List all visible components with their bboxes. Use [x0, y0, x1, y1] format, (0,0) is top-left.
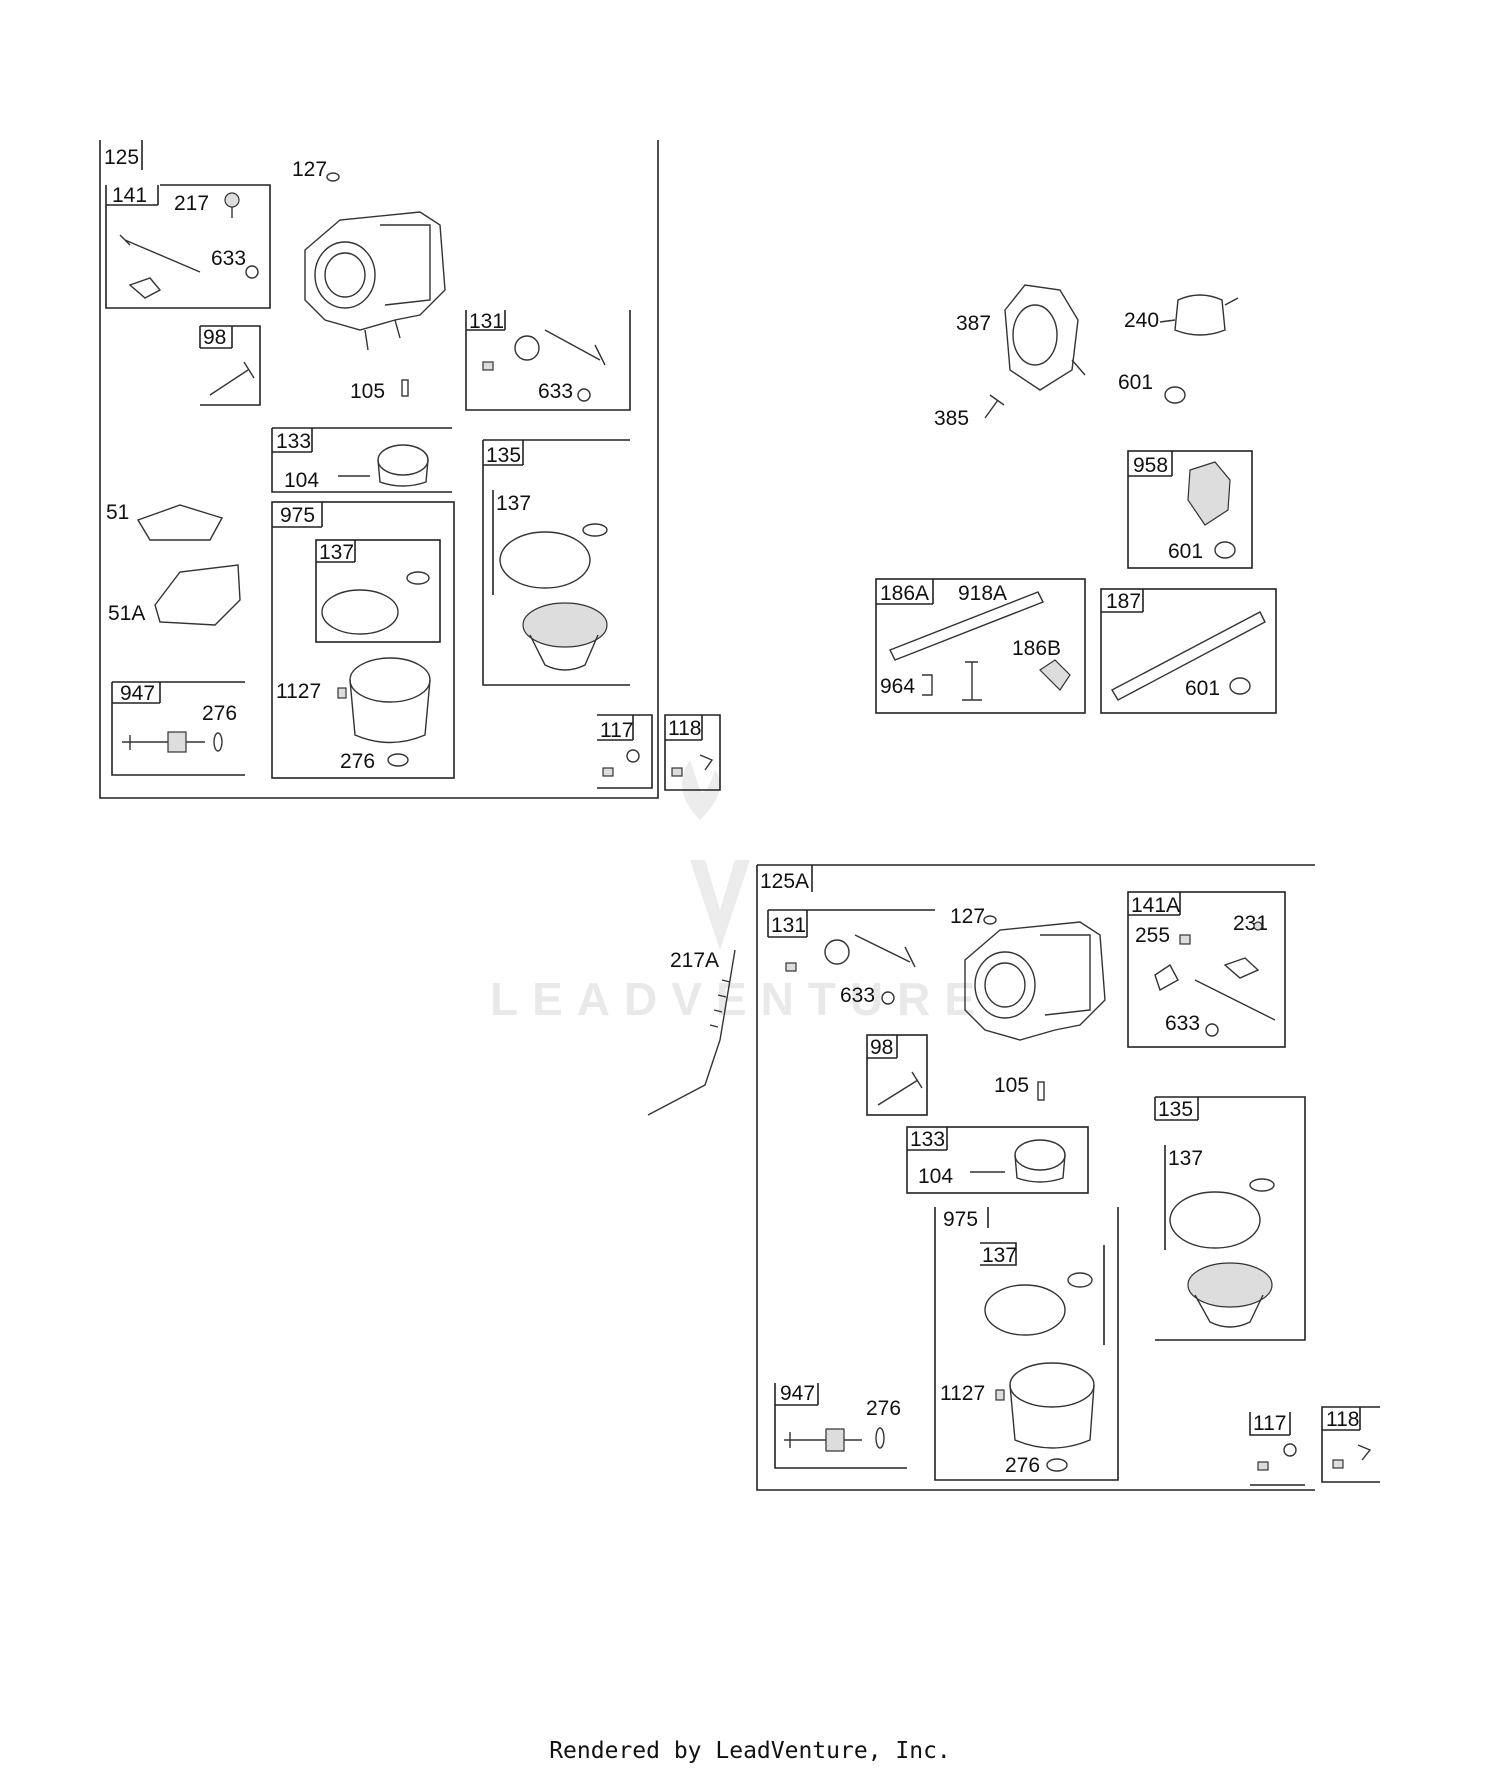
ref-137-c: 137 [1168, 1147, 1203, 1170]
ref-104-c: 104 [918, 1165, 953, 1188]
ref-276-b: 276 [202, 702, 237, 725]
ref-947: 947 [120, 682, 155, 705]
ref-105-c: 105 [994, 1074, 1029, 1097]
carburetor-group-125: 125 127 141 217 633 98 105 [99, 140, 721, 799]
ref-131-c: 131 [771, 914, 806, 937]
ref-118-c: 118 [1326, 1408, 1359, 1431]
ref-947-c: 947 [780, 1382, 815, 1405]
ref-125a: 125A [760, 870, 809, 893]
ref-135-c: 135 [1158, 1098, 1193, 1121]
ref-217a: 217A [670, 949, 719, 972]
ref-186b: 186B [1012, 637, 1061, 660]
ref-240: 240 [1124, 309, 1159, 332]
ref-975: 975 [280, 504, 315, 527]
ref-117: 117 [600, 719, 633, 742]
ref-98-c: 98 [870, 1036, 893, 1059]
ref-137-d: 137 [982, 1244, 1017, 1267]
ref-918a: 918A [958, 582, 1007, 605]
watermark-text: LEADVENTURE [490, 973, 989, 1025]
ref-186a: 186A [880, 582, 929, 605]
ref-276-d: 276 [866, 1397, 901, 1420]
ref-51a: 51A [108, 602, 145, 625]
ref-104: 104 [284, 469, 319, 492]
ref-255: 255 [1135, 924, 1170, 947]
ref-105: 105 [350, 380, 385, 403]
ref-141: 141 [112, 184, 147, 207]
ref-137-b: 137 [319, 541, 354, 564]
ref-131: 131 [469, 310, 504, 333]
choke-spring-217a: 217A [647, 949, 736, 1116]
ref-387: 387 [956, 312, 991, 335]
ref-133: 133 [276, 430, 311, 453]
ref-135: 135 [486, 444, 521, 467]
ref-633-d: 633 [1165, 1012, 1200, 1035]
ref-125: 125 [104, 146, 139, 169]
ref-601-a: 601 [1118, 371, 1153, 394]
ref-601-b: 601 [1168, 540, 1203, 563]
footer-credit: Rendered by LeadVenture, Inc. [549, 1738, 951, 1764]
carburetor-group-125a: 125A 131 633 127 141A 255 231 [756, 864, 1380, 1491]
ref-1127-c: 1127 [940, 1382, 985, 1405]
ref-127: 127 [292, 158, 327, 181]
ref-98: 98 [203, 326, 226, 349]
carburetor-body-part [304, 211, 446, 351]
ref-964: 964 [880, 675, 915, 698]
ref-601-c: 601 [1185, 677, 1220, 700]
ref-133-c: 133 [910, 1128, 945, 1151]
ref-118: 118 [668, 717, 701, 740]
ref-633-c: 633 [840, 984, 875, 1007]
carburetor-body-part-b [964, 921, 1106, 1041]
ref-217: 217 [174, 192, 209, 215]
ref-385: 385 [934, 407, 969, 430]
ref-633-a: 633 [211, 247, 246, 270]
ref-633-b: 633 [538, 380, 573, 403]
ref-975-c: 975 [943, 1208, 978, 1231]
ref-127-c: 127 [950, 905, 985, 928]
watermark-logo: LEADVENTURE [490, 760, 989, 1025]
ref-276-c: 276 [1005, 1454, 1040, 1477]
ref-187: 187 [1106, 590, 1141, 613]
ref-1127: 1127 [276, 680, 321, 703]
fuel-system-group: 387 385 240 601 958 601 186A 918A 186B 9… [875, 284, 1277, 714]
ref-231: 231 [1233, 912, 1268, 935]
ref-141a: 141A [1131, 894, 1180, 917]
ref-51: 51 [106, 501, 129, 524]
ref-276-a: 276 [340, 750, 375, 773]
ref-117-c: 117 [1253, 1412, 1286, 1435]
ref-958: 958 [1133, 454, 1168, 477]
ref-137-a: 137 [496, 492, 531, 515]
